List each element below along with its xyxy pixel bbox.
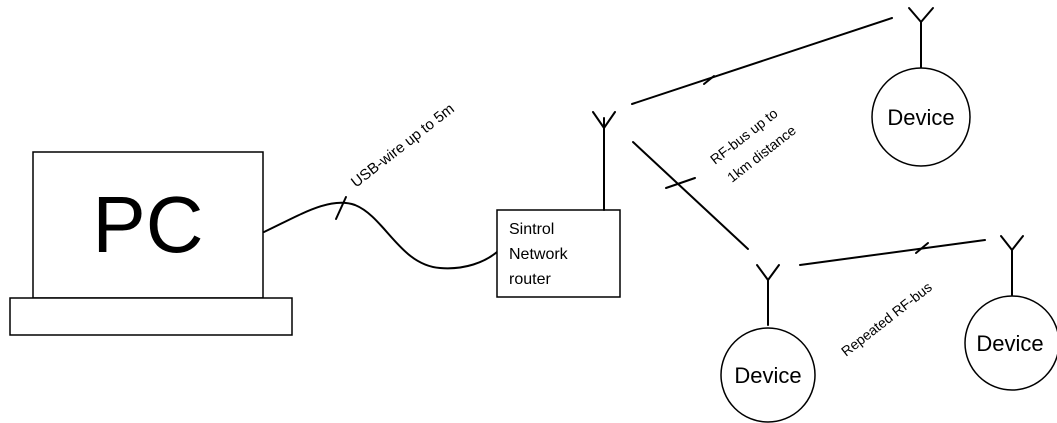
- rf-link-repeated: Repeated RF-bus: [799, 239, 986, 360]
- device-middle-circle: [720, 327, 816, 423]
- router-label-line3: router: [509, 271, 551, 288]
- router-label-line2: Network: [509, 246, 569, 263]
- device-right-antenna-icon: [1000, 235, 1024, 252]
- repeated-rf-bus-label: Repeated RF-bus: [838, 279, 935, 360]
- router-label-line1: Sintrol: [509, 221, 554, 238]
- rf-line-top-tick: [703, 75, 715, 85]
- pc-node: PC: [9, 151, 293, 336]
- rf-line-top: [631, 17, 893, 105]
- rf-line-middle: [632, 141, 749, 250]
- device-right-label: Device: [976, 331, 1043, 356]
- usb-wire-tick: [335, 196, 347, 220]
- device-right-circle: [964, 295, 1057, 391]
- device-middle-antenna-icon: [756, 264, 780, 282]
- network-router: Sintrol Network router: [496, 111, 621, 298]
- device-top-circle: [871, 67, 971, 167]
- router-box: [496, 209, 621, 298]
- pc-keyboard-base: [9, 297, 293, 336]
- rf-line-middle-tick: [665, 177, 696, 189]
- device-middle: Device: [720, 264, 816, 423]
- rf-link-middle: RF-bus up to 1km distance: [632, 105, 799, 250]
- usb-link: USB-wire up to 5m: [263, 100, 498, 270]
- pc-monitor: [32, 151, 264, 299]
- rf-line-repeated-tick: [915, 242, 929, 254]
- router-antenna-icon: [592, 111, 616, 130]
- device-top: Device: [871, 7, 971, 167]
- pc-label: PC: [92, 180, 203, 269]
- device-right: Device: [964, 235, 1057, 391]
- device-top-antenna-icon: [908, 7, 934, 24]
- usb-wire-label: USB-wire up to 5m: [348, 100, 458, 191]
- device-middle-label: Device: [734, 363, 801, 388]
- rf-link-top: [631, 17, 893, 105]
- rf-line-repeated: [799, 239, 986, 266]
- usb-wire: [263, 201, 498, 270]
- device-top-label: Device: [887, 105, 954, 130]
